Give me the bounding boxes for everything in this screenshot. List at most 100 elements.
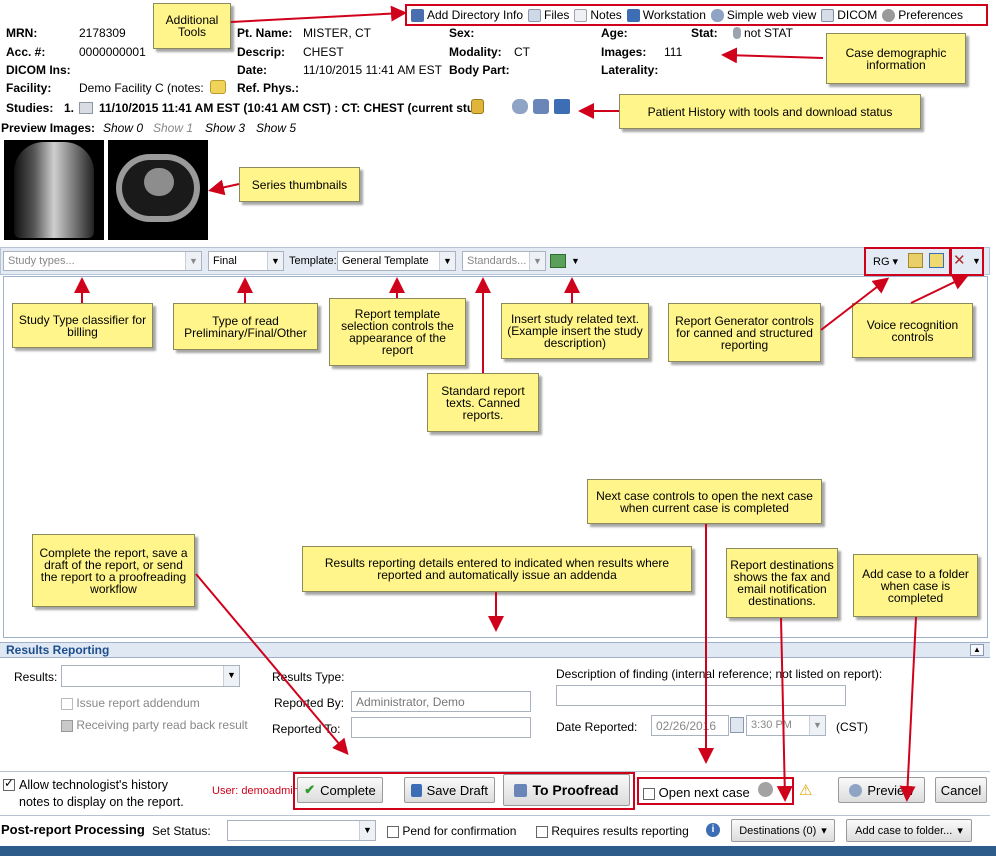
reported-by-label: Reported By:: [274, 696, 345, 710]
directory-icon: [411, 8, 424, 22]
save-draft-button[interactable]: Save Draft: [404, 777, 495, 803]
standards-combo[interactable]: Standards... ▼: [462, 251, 546, 271]
reported-to-input[interactable]: [351, 717, 531, 738]
issue-addendum-box[interactable]: [61, 697, 73, 710]
sex-label: Sex:: [449, 26, 475, 40]
preferences-tool[interactable]: Preferences: [882, 8, 963, 22]
template-combo[interactable]: General Template ▼: [337, 251, 456, 271]
notes-tool[interactable]: Notes: [574, 8, 622, 22]
voice-menu-chevron-icon[interactable]: ▼: [972, 256, 981, 266]
files-icon: [528, 8, 542, 22]
dicom-label: DICOM: [837, 8, 878, 22]
destinations-label: Destinations (0): [739, 824, 817, 837]
series-thumbnail-scout[interactable]: [4, 140, 104, 240]
to-proofread-button[interactable]: To Proofread: [503, 774, 630, 806]
web-view-study-icon[interactable]: [512, 99, 528, 114]
post-report-title: Post-report Processing: [1, 822, 145, 837]
open-next-case-checkbox[interactable]: Open next case: [643, 785, 750, 800]
pend-confirmation-box[interactable]: [387, 825, 399, 838]
allow-history-checkbox[interactable]: [3, 777, 15, 791]
issue-addendum-label: Issue report addendum: [76, 696, 200, 710]
preview-label: Preview: [867, 782, 914, 798]
study-link[interactable]: 11/10/2015 11:41 AM EST (10:41 AM CST) :…: [99, 101, 475, 115]
chevron-down-icon: ▼: [185, 252, 201, 270]
chevron-down-icon: ▼: [223, 666, 239, 686]
description-input[interactable]: [556, 685, 846, 706]
preview-button[interactable]: Preview: [838, 777, 925, 803]
structured-report-icon[interactable]: [929, 253, 944, 268]
modality-value: CT: [514, 45, 530, 59]
show-0-option[interactable]: Show 0: [103, 121, 144, 135]
read-back-box[interactable]: [61, 719, 73, 732]
info-icon[interactable]: i: [706, 823, 720, 837]
allow-history-box[interactable]: [3, 778, 15, 791]
date-reported-input[interactable]: 02/26/2016: [651, 715, 729, 736]
viewer-study-icon[interactable]: [533, 99, 549, 114]
images-label: Images:: [601, 45, 647, 59]
gear-icon[interactable]: [758, 782, 773, 797]
checkmark-icon: ✔: [304, 782, 316, 797]
callout-patient-history: Patient History with tools and download …: [619, 94, 921, 129]
set-status-select[interactable]: ▼: [227, 820, 376, 841]
workstation-label: Workstation: [642, 8, 706, 22]
studies-label: Studies:: [6, 101, 54, 115]
preview-images-label: Preview Images:: [1, 121, 96, 135]
notes-label: Notes: [590, 8, 622, 22]
rg-label: RG: [873, 256, 890, 268]
preferences-label: Preferences: [898, 8, 963, 22]
series-thumbnail-axial[interactable]: [108, 140, 208, 240]
simple-web-view-tool[interactable]: Simple web view: [710, 8, 816, 22]
monitor-icon: [626, 8, 640, 22]
issue-addendum-checkbox[interactable]: Issue report addendum: [61, 696, 200, 710]
microphone-off-icon[interactable]: ✕: [953, 252, 966, 269]
proofread-icon: [514, 783, 528, 797]
files-tool[interactable]: Files: [528, 8, 569, 22]
reported-to-label: Reported To:: [272, 722, 341, 736]
date-label: Date:: [237, 63, 268, 77]
read-back-checkbox[interactable]: Receiving party read back result: [61, 718, 248, 732]
show-5-option[interactable]: Show 5: [256, 121, 297, 135]
callout-add-case-folder: Add case to a folder when case is comple…: [853, 554, 978, 617]
requires-results-checkbox[interactable]: Requires results reporting: [536, 824, 689, 838]
time-reported-select[interactable]: 3:30 PM ▼: [746, 715, 826, 736]
collapse-chevron-icon[interactable]: ▲: [970, 644, 984, 656]
cancel-label: Cancel: [940, 782, 982, 798]
facility-notes-icon[interactable]: [210, 80, 226, 94]
descrip-value: CHEST: [303, 45, 344, 59]
acc-value: 0000000001: [79, 45, 146, 59]
chevron-down-icon: ▼: [359, 821, 375, 840]
stat-value: not STAT: [744, 26, 793, 40]
results-reporting-title: Results Reporting: [6, 643, 110, 657]
reported-by-input[interactable]: Administrator, Demo: [351, 691, 531, 712]
stat-toggle-icon[interactable]: [733, 27, 741, 39]
callout-next-case: Next case controls to open the next case…: [587, 479, 822, 524]
workstation-tool[interactable]: Workstation: [626, 8, 706, 22]
chevron-down-icon: ▼: [529, 252, 545, 270]
show-3-option[interactable]: Show 3: [205, 121, 246, 135]
open-next-case-box[interactable]: [643, 787, 655, 800]
pt-name-label: Pt. Name:: [237, 26, 293, 40]
dicom-tool[interactable]: DICOM: [821, 8, 877, 22]
add-case-folder-button[interactable]: Add case to folder... ▾: [846, 819, 972, 842]
images-value: 111: [664, 45, 683, 59]
results-type-label: Results Type:: [272, 670, 345, 684]
cancel-button[interactable]: Cancel: [935, 777, 987, 803]
destinations-button[interactable]: Destinations (0) ▾: [731, 819, 835, 842]
study-types-combo[interactable]: Study types... ▼: [3, 251, 202, 271]
additional-tools-bar: Add Directory Info Files Notes Workstati…: [405, 4, 988, 26]
workstation-study-icon[interactable]: [554, 99, 570, 114]
calendar-icon[interactable]: [730, 717, 744, 733]
study-types-placeholder: Study types...: [8, 255, 75, 267]
mrn-label: MRN:: [6, 26, 38, 40]
insert-study-text-icon[interactable]: [550, 254, 566, 268]
canned-report-icon[interactable]: [908, 253, 923, 268]
rg-button[interactable]: RG ▾: [873, 256, 899, 268]
add-directory-info-tool[interactable]: Add Directory Info: [411, 8, 523, 22]
complete-button[interactable]: ✔ Complete: [297, 777, 383, 803]
insert-menu-chevron-icon[interactable]: ▼: [571, 256, 580, 266]
results-select[interactable]: ▼: [61, 665, 240, 687]
show-1-option[interactable]: Show 1: [153, 121, 194, 135]
pend-confirmation-checkbox[interactable]: Pend for confirmation: [387, 824, 516, 838]
read-type-combo[interactable]: Final ▼: [208, 251, 284, 271]
requires-results-box[interactable]: [536, 825, 548, 838]
